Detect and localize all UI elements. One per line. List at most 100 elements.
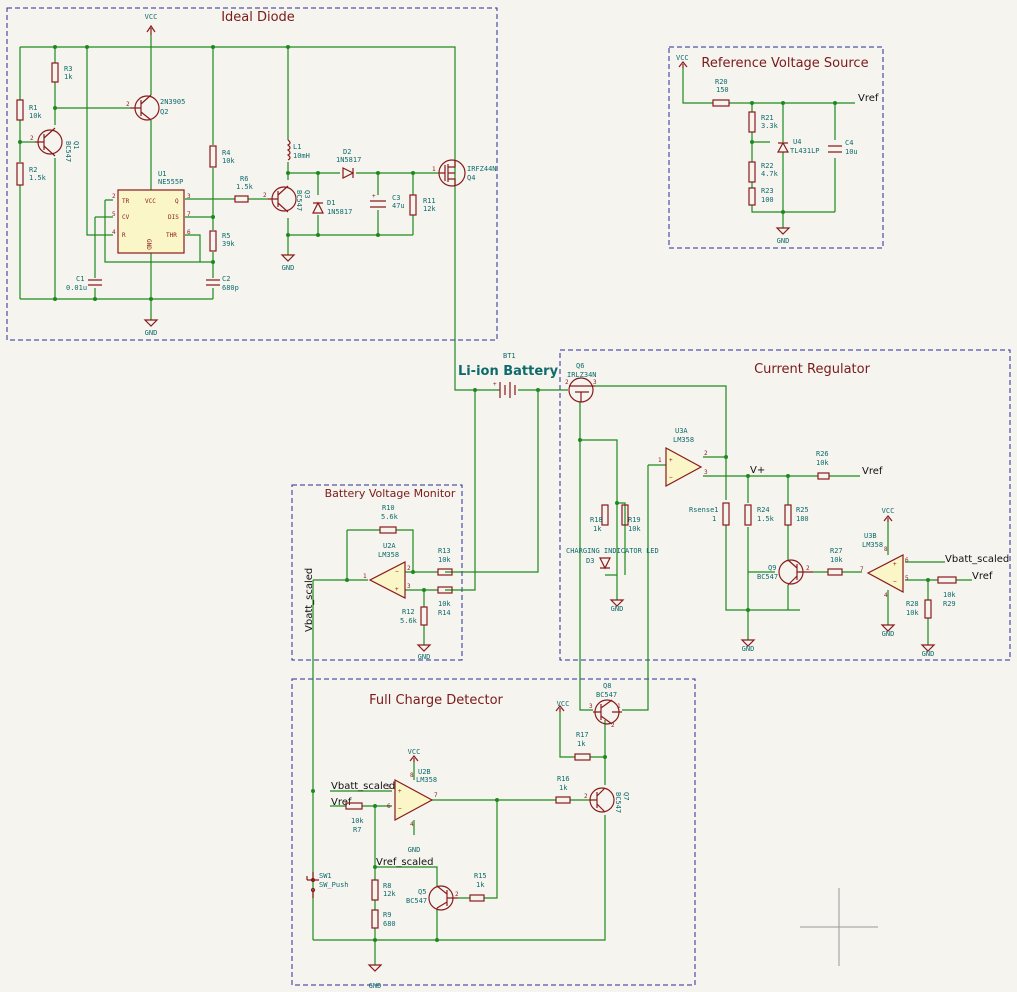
svg-text:R10: R10 xyxy=(382,504,395,512)
title-battery-monitor: Battery Voltage Monitor xyxy=(325,487,456,500)
svg-text:0.01u: 0.01u xyxy=(66,284,87,292)
resistor-r28: R28 10k xyxy=(906,599,932,619)
svg-text:R23: R23 xyxy=(761,187,774,195)
title-current-regulator: Current Regulator xyxy=(754,362,871,377)
svg-text:R4: R4 xyxy=(222,149,230,157)
gnd-symbol-regulator: GND xyxy=(740,639,756,653)
resistor-r7: 10k R7 xyxy=(345,802,364,834)
svg-text:Q5: Q5 xyxy=(418,888,426,896)
title-ideal-diode: Ideal Diode xyxy=(221,10,295,25)
svg-text:−: − xyxy=(395,568,399,575)
svg-text:2: 2 xyxy=(565,379,569,386)
net-label-vref-scaled: Vref_scaled xyxy=(376,857,434,868)
svg-text:3: 3 xyxy=(593,379,597,386)
svg-text:R8: R8 xyxy=(383,882,391,890)
svg-text:2: 2 xyxy=(806,565,810,572)
svg-text:R27: R27 xyxy=(830,547,843,555)
svg-text:VCC: VCC xyxy=(145,13,158,21)
svg-text:10k: 10k xyxy=(438,556,451,564)
inductor-l1: L1 10mH xyxy=(286,139,310,161)
svg-text:6: 6 xyxy=(187,229,191,236)
svg-text:7: 7 xyxy=(434,792,438,799)
svg-text:10k: 10k xyxy=(29,112,42,120)
svg-text:Q4: Q4 xyxy=(467,174,475,182)
ideal-diode-junctions xyxy=(18,45,415,301)
net-label-vbatt-scaled-regulator: Vbatt_scaled xyxy=(945,554,1009,565)
svg-text:Q8: Q8 xyxy=(603,682,611,690)
svg-text:7: 7 xyxy=(860,566,864,573)
svg-text:1: 1 xyxy=(432,166,436,173)
svg-text:−: − xyxy=(398,805,402,812)
svg-text:GND: GND xyxy=(777,237,790,245)
svg-text:5.6k: 5.6k xyxy=(381,513,399,521)
resistor-r8: R8 12k xyxy=(371,879,396,901)
svg-text:+: + xyxy=(493,381,497,388)
svg-text:10k: 10k xyxy=(351,817,364,825)
svg-text:GND: GND xyxy=(282,264,295,272)
svg-text:VCC: VCC xyxy=(882,507,895,515)
svg-text:R18: R18 xyxy=(590,516,603,524)
svg-text:TR: TR xyxy=(122,198,130,205)
svg-text:BC547: BC547 xyxy=(406,897,427,905)
svg-text:Q: Q xyxy=(175,198,179,205)
svg-text:R15: R15 xyxy=(474,872,487,880)
transistor-q2: 2 2N3905 Q2 xyxy=(126,94,185,121)
resistor-r12: R12 5.6k xyxy=(400,606,428,626)
svg-text:−: − xyxy=(893,578,897,585)
box-reference xyxy=(668,46,884,249)
svg-text:4: 4 xyxy=(112,229,116,236)
diode-d2: D2 1N5817 xyxy=(336,148,361,179)
svg-text:47u: 47u xyxy=(392,202,405,210)
svg-text:680p: 680p xyxy=(222,284,239,292)
svg-text:5: 5 xyxy=(387,784,391,791)
resistor-r1: R1 10k xyxy=(16,99,42,121)
svg-text:3.3k: 3.3k xyxy=(761,122,779,130)
svg-text:R3: R3 xyxy=(64,65,72,73)
resistor-r23: R23 100 xyxy=(748,187,774,206)
svg-text:4: 4 xyxy=(410,821,414,828)
svg-text:GND: GND xyxy=(145,329,158,337)
svg-text:D2: D2 xyxy=(343,148,351,156)
svg-text:R11: R11 xyxy=(423,197,436,205)
svg-text:+: + xyxy=(395,586,399,593)
svg-text:1.5k: 1.5k xyxy=(236,183,254,191)
svg-text:R9: R9 xyxy=(383,911,391,919)
battery-bt1: + BT1 Li-ion Battery xyxy=(458,352,559,398)
vcc-symbol-u3b: VCC xyxy=(882,507,895,522)
transistor-q7: 2 BC547 Q7 xyxy=(584,787,630,813)
resistor-r21: R21 3.3k xyxy=(748,111,779,133)
resistor-r17: R17 1k xyxy=(574,731,591,761)
svg-text:2: 2 xyxy=(455,891,459,898)
resistor-rsense1: Rsense1 1 xyxy=(689,502,730,526)
svg-text:Q7: Q7 xyxy=(622,792,630,800)
svg-text:R6: R6 xyxy=(240,175,248,183)
svg-text:10u: 10u xyxy=(845,148,858,156)
resistor-r25: R25 180 xyxy=(784,504,809,526)
resistor-r26: R26 10k xyxy=(816,450,830,480)
svg-text:10mH: 10mH xyxy=(293,152,310,160)
full-charge-wires xyxy=(313,712,606,965)
title-reference: Reference Voltage Source xyxy=(701,56,868,71)
svg-text:NE555P: NE555P xyxy=(158,178,183,186)
net-label-vbatt-scaled-detector: Vbatt_scaled xyxy=(331,781,395,792)
svg-text:Rsense1: Rsense1 xyxy=(689,506,719,514)
svg-text:R1: R1 xyxy=(29,104,37,112)
mosfet-q4: 1 IRFZ44N Q4 xyxy=(432,159,497,187)
reference-junctions xyxy=(750,101,837,214)
svg-text:BC547: BC547 xyxy=(596,691,617,699)
capacitor-c1: C1 0.01u xyxy=(66,275,102,292)
svg-text:2: 2 xyxy=(584,793,588,800)
svg-text:D3: D3 xyxy=(586,557,594,565)
svg-text:−: − xyxy=(669,474,673,481)
svg-text:U2A: U2A xyxy=(383,542,396,550)
svg-text:1.5k: 1.5k xyxy=(29,174,47,182)
svg-text:BC547: BC547 xyxy=(757,573,778,581)
opamp-u2a: −+ 123 U2A LM358 xyxy=(363,542,411,599)
svg-text:GND: GND xyxy=(369,982,382,990)
svg-text:R: R xyxy=(122,232,126,239)
crosshair-cursor-icon xyxy=(800,888,878,966)
svg-text:Q6: Q6 xyxy=(576,362,584,370)
svg-text:2: 2 xyxy=(112,193,116,200)
svg-text:GND: GND xyxy=(611,605,624,613)
